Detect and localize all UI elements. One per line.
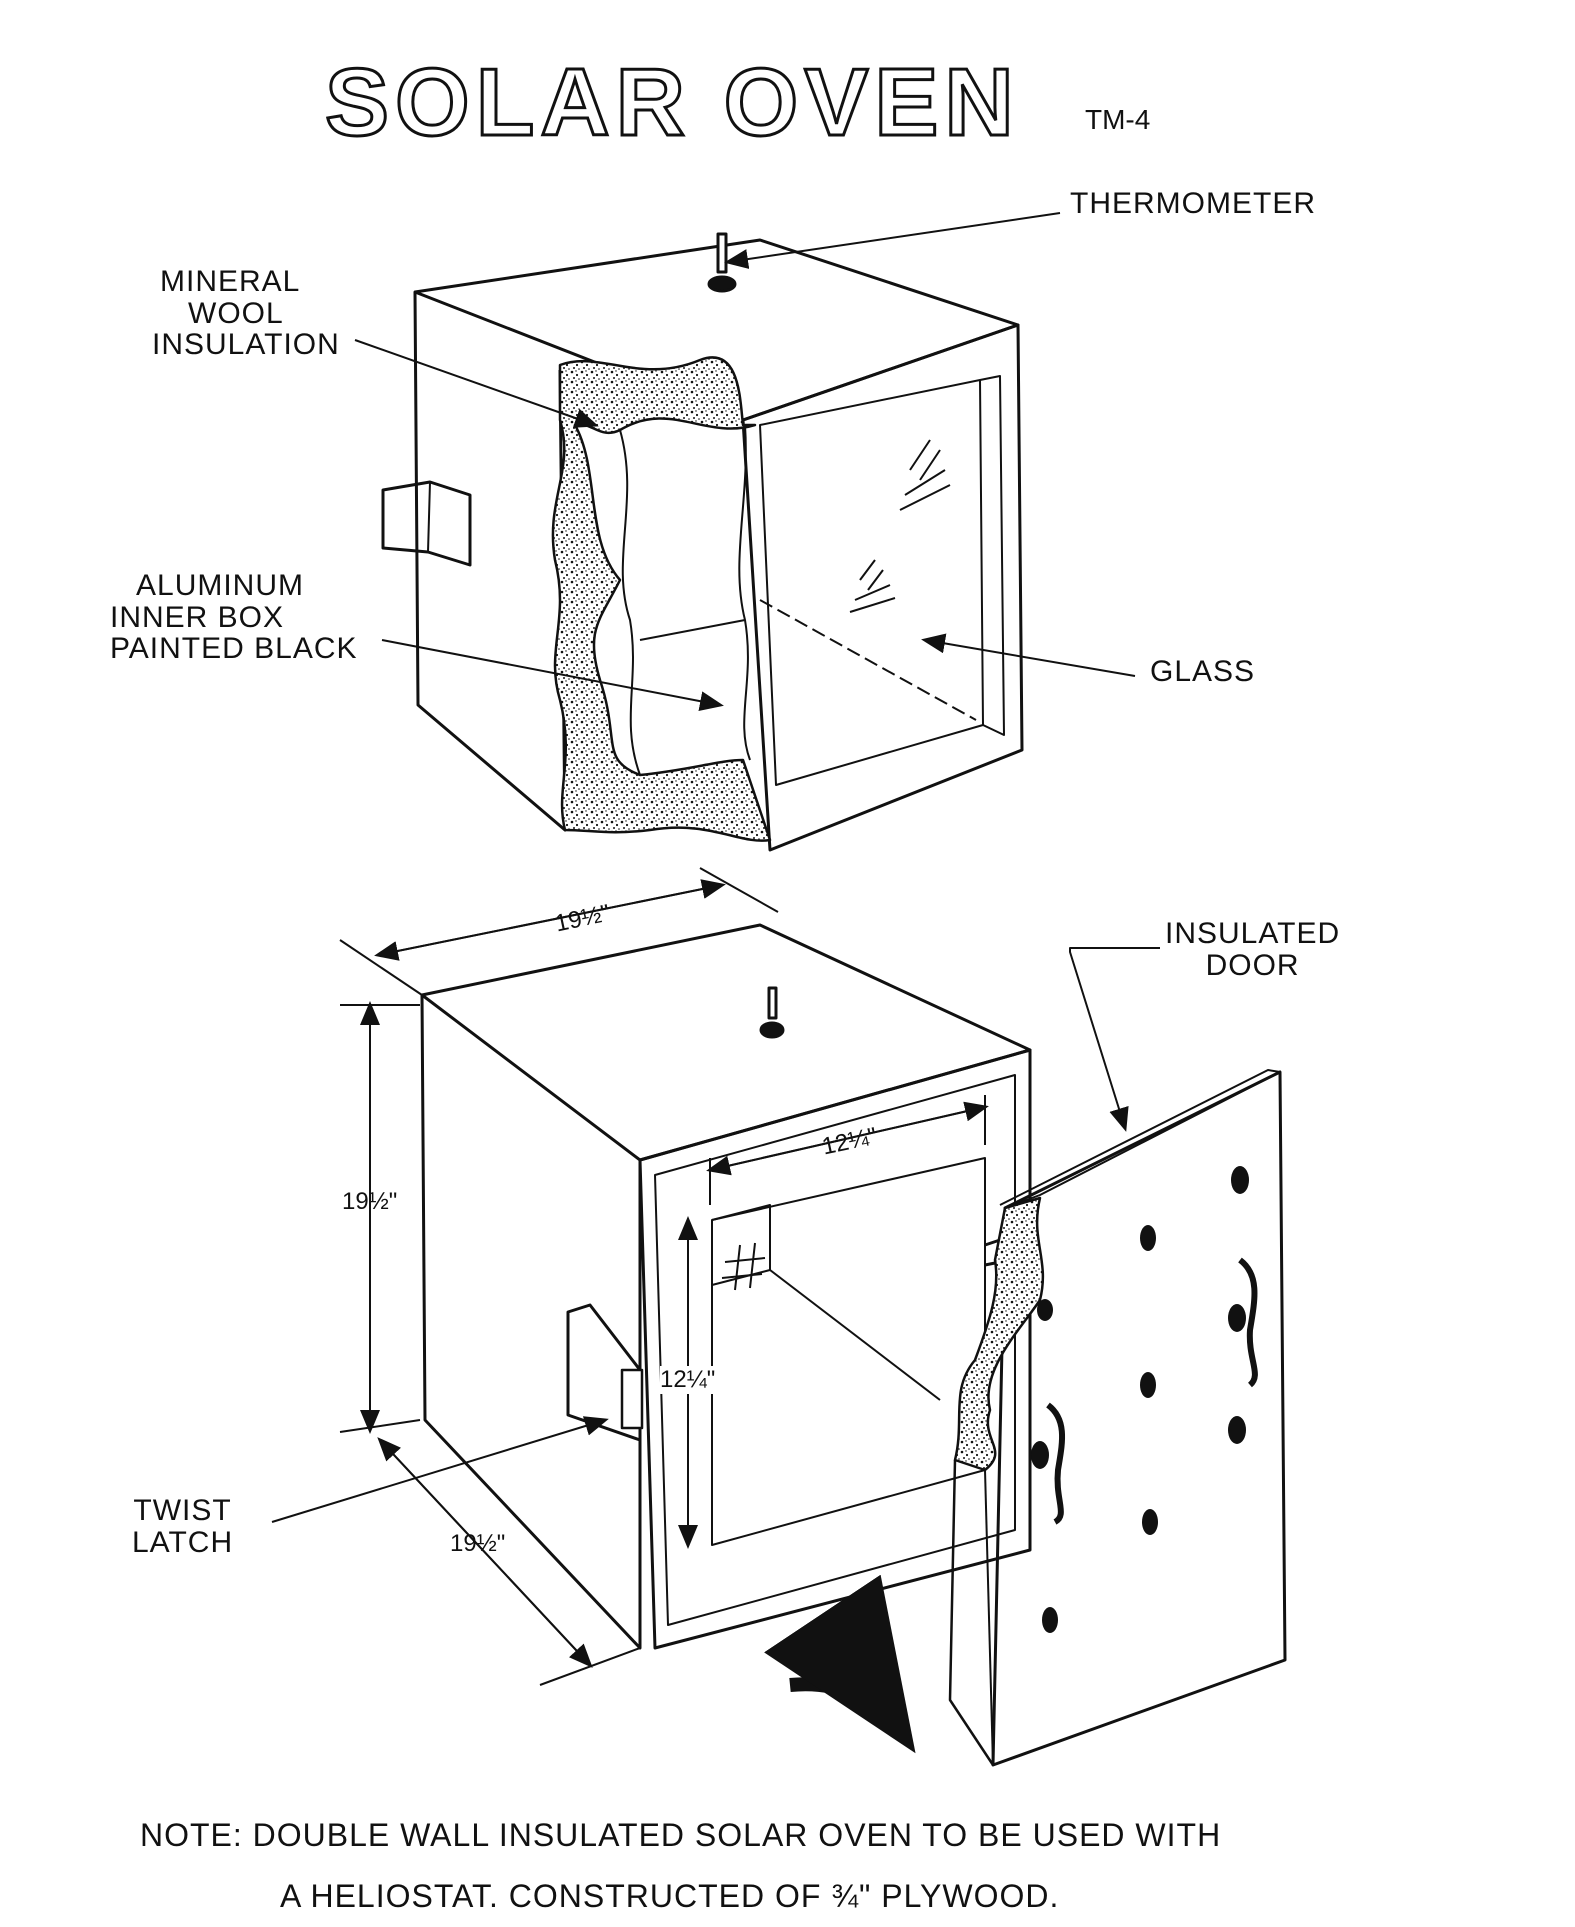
mineral-wool-insulation <box>551 356 772 842</box>
leader-glass <box>921 633 1136 677</box>
page-title: SOLAR OVEN <box>324 48 1020 158</box>
leader-thermometer <box>724 212 1061 269</box>
glass-panel <box>759 379 984 786</box>
door-handle-right <box>1238 1257 1258 1388</box>
dim-height-left: 19½" <box>342 1188 398 1215</box>
door-insulation <box>953 1196 1045 1472</box>
oven-left-side <box>413 291 567 832</box>
label-mineral-wool: MINERAL WOOL INSULATION <box>152 265 340 361</box>
door-handle-left <box>1046 1402 1066 1525</box>
dimension-lines <box>339 867 989 1686</box>
insulated-door <box>948 1069 1287 1767</box>
note-text: NOTE: DOUBLE WALL INSULATED SOLAR OVEN T… <box>140 1817 1222 1914</box>
door-panel <box>991 1070 1287 1767</box>
oven-front-frame <box>741 323 1024 852</box>
oven-opening <box>711 1157 986 1546</box>
leader-door <box>1069 947 1160 1132</box>
label-insulated-door: INSULATED DOOR <box>1165 917 1341 982</box>
label-glass: GLASS <box>1150 655 1256 688</box>
leader-mineral-wool <box>354 339 599 428</box>
cutaway-oven <box>381 232 1024 852</box>
door-bolts <box>1031 1166 1249 1633</box>
leader-twist-latch <box>271 1416 609 1523</box>
bottom-oven-front <box>638 1048 1032 1650</box>
label-twist-latch: TWIST LATCH <box>132 1494 234 1559</box>
bottom-oven-top <box>420 923 1032 1162</box>
label-aluminum-inner-box: ALUMINUM INNER BOX PAINTED BLACK <box>110 569 358 665</box>
swing-arrow <box>764 1574 916 1754</box>
thermometer-bottom <box>759 986 785 1039</box>
dim-depth-bottom: 19½" <box>450 1530 506 1557</box>
left-handle <box>381 480 472 567</box>
dim-opening-height: 12¼" <box>660 1366 716 1394</box>
sheet-code: TM-4 <box>1085 104 1151 135</box>
label-thermometer: THERMOMETER <box>1070 187 1316 220</box>
leader-aluminum <box>381 639 724 712</box>
closed-oven <box>420 923 1032 1650</box>
